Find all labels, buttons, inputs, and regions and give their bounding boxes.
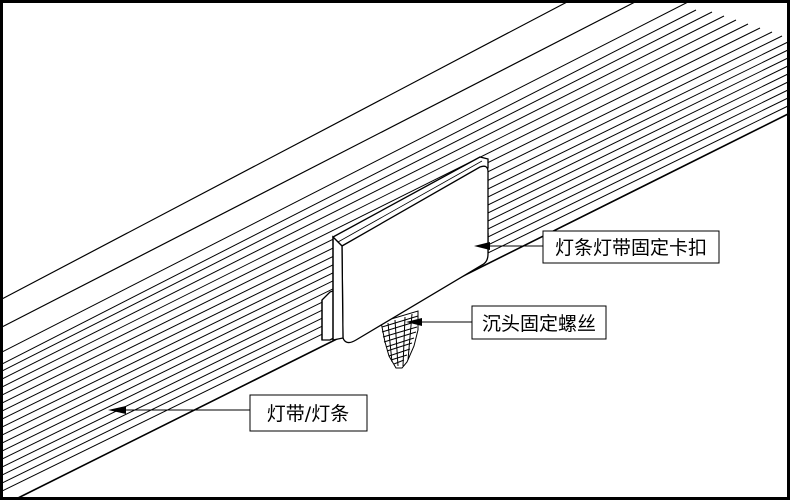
callout-box-strip (249, 394, 368, 432)
callout-box-screw (471, 305, 607, 340)
leader-strip (108, 406, 250, 414)
leader-clip (474, 242, 543, 250)
callout-screw-label: 沉头固定螺丝 (482, 313, 596, 335)
callout-strip-label: 灯带/灯条 (267, 403, 349, 425)
surface-edge-upper (0, 1, 568, 301)
fixing-clip (321, 156, 489, 344)
surface-edge-lower (0, 1, 636, 329)
callout-clip-label: 灯条灯带固定卡扣 (555, 237, 707, 259)
leader-screw (406, 318, 472, 326)
callout-box-clip (542, 230, 720, 264)
